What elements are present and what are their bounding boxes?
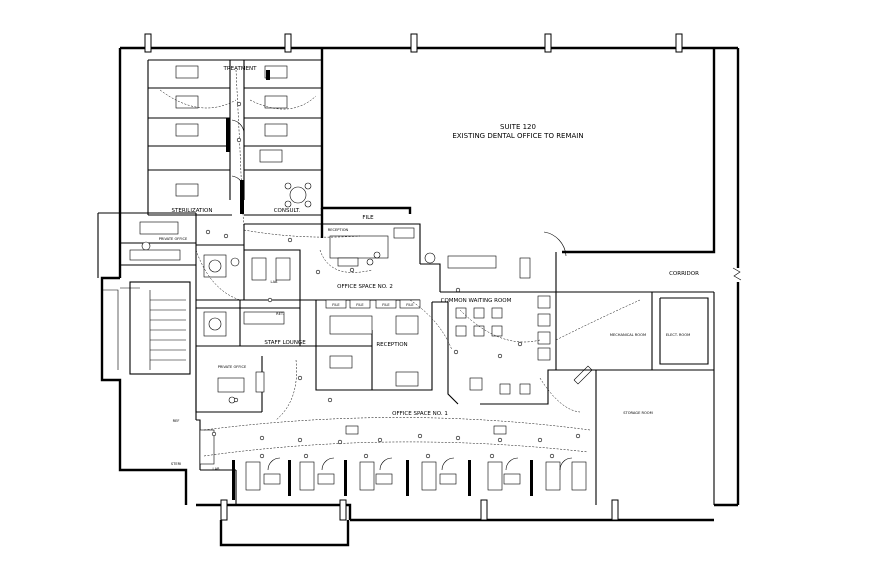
file-d-label: FILE xyxy=(406,303,414,307)
treatment-bays xyxy=(245,457,587,496)
suite-120-area: SUITE 120 EXISTING DENTAL OFFICE TO REMA… xyxy=(320,48,716,254)
treatment-label: TREATMENT xyxy=(222,66,257,72)
service-rooms: CORRIDOR MECHANICAL ROOM ELECT. ROOM STO… xyxy=(556,271,715,505)
lab-top-label: LAB xyxy=(270,280,278,284)
sterilization-label: STERILIZATION xyxy=(172,208,213,214)
corridor-label: CORRIDOR xyxy=(669,271,699,277)
file-b-label: FILE xyxy=(356,303,364,307)
reception-top-label: RECEPTION xyxy=(328,228,349,232)
waiting-room: COMMON WAITING ROOM xyxy=(420,231,567,405)
private-office-top-label: PRIVATE OFFICE xyxy=(159,237,188,241)
private-office: PRIVATE OFFICE xyxy=(195,350,265,413)
ref-label: REF xyxy=(173,419,180,423)
light-fixtures xyxy=(205,101,581,459)
staff-lounge-label: STAFF LOUNGE xyxy=(264,340,306,346)
treatment-wing: TREATMENT STERILIZATION CONSULT. xyxy=(147,59,322,216)
private-office-label: PRIVATE OFFICE xyxy=(218,365,247,369)
office-space-1: REF STERI LAB OFFICE SPACE NO. 1 xyxy=(171,411,587,505)
reception-mid-label: RECEPTION xyxy=(376,342,407,348)
ret-label: RET. xyxy=(276,312,284,316)
lab-bottom-label: LAB xyxy=(212,467,220,471)
core-rooms: LAB STAFF LOUNGE RET. xyxy=(196,244,316,347)
mechanical-label: MECHANICAL ROOM xyxy=(610,333,646,337)
exterior-walls xyxy=(100,46,742,547)
office-space-2: FILE RECEPTION OFFICE SPACE NO. 2 xyxy=(196,215,421,301)
file-top-label: FILE xyxy=(362,215,374,221)
suite-subtitle: EXISTING DENTAL OFFICE TO REMAIN xyxy=(452,132,583,140)
file-c-label: FILE xyxy=(382,303,390,307)
steri-label: STERI xyxy=(171,462,181,466)
common-waiting-label: COMMON WAITING ROOM xyxy=(441,298,512,304)
suite-title: SUITE 120 xyxy=(500,123,536,131)
office-space-1-label: OFFICE SPACE NO. 1 xyxy=(392,411,448,417)
circuit-runs xyxy=(159,69,641,457)
file-a-label: FILE xyxy=(332,303,340,307)
storage-label: STORAGE ROOM xyxy=(623,411,653,415)
reception-mid: FILE FILE FILE FILE RECEPTION xyxy=(315,299,433,391)
consult-label: CONSULT. xyxy=(274,208,301,214)
west-rooms: PRIVATE OFFICE xyxy=(97,212,197,420)
office-space-2-label: OFFICE SPACE NO. 2 xyxy=(337,284,393,290)
elect-label: ELECT. ROOM xyxy=(666,333,690,337)
structural-columns xyxy=(144,33,683,521)
